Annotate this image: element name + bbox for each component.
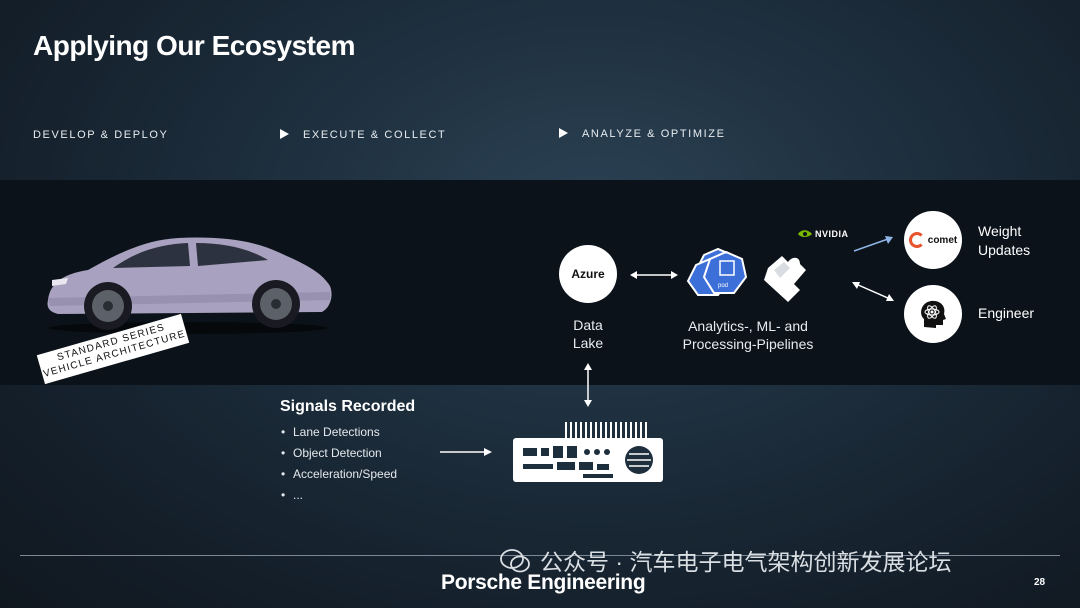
comet-logo: comet: [904, 211, 962, 269]
phase-develop-deploy: DEVELOP & DEPLOY: [33, 129, 168, 141]
nvidia-eye-icon: [798, 229, 812, 238]
arrow-to-weight-updates-icon: [852, 234, 894, 254]
bidirectional-arrow-icon: [630, 268, 678, 282]
play-icon: [280, 129, 289, 139]
wechat-icon: [500, 549, 530, 573]
puzzle-icon: [760, 250, 808, 305]
azure-logo: Azure: [559, 245, 617, 303]
data-logger-icon: [513, 420, 663, 484]
car-image: [38, 228, 338, 338]
nvidia-logo: NVIDIA: [798, 229, 849, 239]
head-atom-icon: [916, 297, 950, 331]
comet-swirl-icon: [909, 232, 925, 248]
signals-recorded-heading: Signals Recorded: [280, 398, 415, 416]
list-item: •...: [281, 488, 397, 509]
phase-analyze-optimize: ANALYZE & OPTIMIZE: [559, 128, 726, 140]
list-item: •Object Detection: [281, 446, 397, 467]
pod-text: pod: [718, 283, 728, 289]
slide-title: Applying Our Ecosystem: [33, 30, 355, 62]
play-icon: [559, 128, 568, 138]
list-item: •Acceleration/Speed: [281, 467, 397, 488]
ai-head-icon: [904, 285, 962, 343]
engineer-label: Engineer: [978, 305, 1034, 321]
phase-execute-collect: EXECUTE & COLLECT: [280, 129, 446, 141]
arrow-right-icon: [440, 446, 492, 458]
watermark: 公众号 · 汽车电子电气架构创新发展论坛: [500, 543, 951, 577]
kubernetes-pods-icon: pod: [684, 247, 756, 305]
vertical-bidirectional-arrow-icon: [581, 363, 595, 407]
bidirectional-arrow-engineer-icon: [852, 281, 894, 303]
signals-list: •Lane Detections •Object Detection •Acce…: [281, 425, 397, 509]
page-number: 28: [1034, 577, 1045, 588]
list-item: •Lane Detections: [281, 425, 397, 446]
